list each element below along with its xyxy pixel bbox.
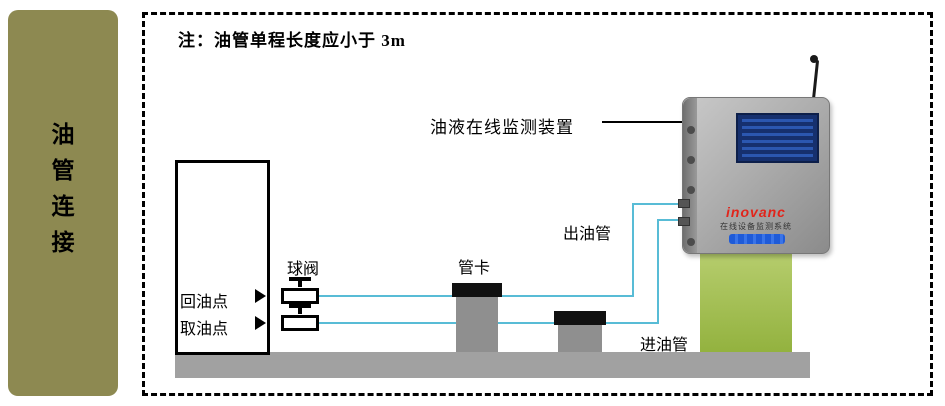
ball-valve-handle-icon bbox=[289, 277, 311, 281]
ground-bar bbox=[175, 352, 810, 378]
oil-sampling-point-label: 取油点 bbox=[180, 321, 229, 338]
oil-inlet-pipe-label: 进油管 bbox=[640, 337, 689, 354]
connector-knob-icon bbox=[687, 238, 695, 246]
screen-data-rows bbox=[742, 119, 813, 157]
pointer-line bbox=[602, 121, 682, 123]
outlet-pipe-to-device bbox=[632, 203, 682, 205]
inlet-pipe-vertical bbox=[657, 219, 659, 324]
ball-valve-stem-icon bbox=[298, 281, 302, 287]
triangle-marker-icon bbox=[255, 316, 266, 330]
connector-knob-icon bbox=[687, 126, 695, 134]
ball-valve-lower-icon bbox=[281, 315, 319, 331]
connector-knob-icon bbox=[687, 186, 695, 194]
title-char: 接 bbox=[51, 229, 75, 255]
pipe-clamp-2-cap bbox=[554, 311, 606, 325]
monitoring-device-label: 油液在线监测装置 bbox=[430, 118, 574, 137]
device-badge bbox=[729, 234, 785, 244]
ball-valve-upper-icon bbox=[281, 288, 319, 304]
device-caption-text: 在线设备监测系统 bbox=[720, 222, 792, 231]
ball-valve-stem-icon bbox=[298, 308, 302, 314]
oil-return-point-label: 回油点 bbox=[180, 294, 229, 311]
device-brand-text: inovanc bbox=[726, 204, 786, 220]
device-side-panel bbox=[683, 98, 697, 253]
title-char: 连 bbox=[51, 193, 75, 219]
outlet-pipe-vertical bbox=[632, 203, 634, 297]
pipe-clamp-2-pillar bbox=[558, 324, 602, 352]
ball-valve-handle-icon bbox=[289, 304, 311, 308]
pipe-clamp-label: 管卡 bbox=[458, 260, 491, 277]
title-char: 管 bbox=[51, 157, 75, 183]
triangle-marker-icon bbox=[255, 289, 266, 303]
title-char: 油 bbox=[51, 121, 75, 147]
section-title-bar: 油 管 连 接 bbox=[8, 10, 118, 396]
oil-outlet-pipe-label: 出油管 bbox=[563, 226, 612, 243]
inlet-pipe-to-device bbox=[657, 219, 682, 221]
antenna-tip-icon bbox=[810, 55, 818, 63]
device-display-screen bbox=[736, 113, 819, 163]
connector-knob-icon bbox=[687, 156, 695, 164]
note-text: 注：油管单程长度应小于 3m bbox=[178, 31, 406, 50]
pipe-port-icon bbox=[678, 217, 690, 226]
pipe-clamp-1-pillar bbox=[456, 296, 498, 352]
ball-valve-label: 球阀 bbox=[287, 261, 320, 278]
pipe-clamp-1-cap bbox=[452, 283, 502, 297]
pipe-port-icon bbox=[678, 199, 690, 208]
oil-tank bbox=[175, 160, 270, 355]
oil-monitoring-device: inovanc 在线设备监测系统 bbox=[678, 97, 830, 254]
device-pedestal bbox=[700, 253, 792, 352]
